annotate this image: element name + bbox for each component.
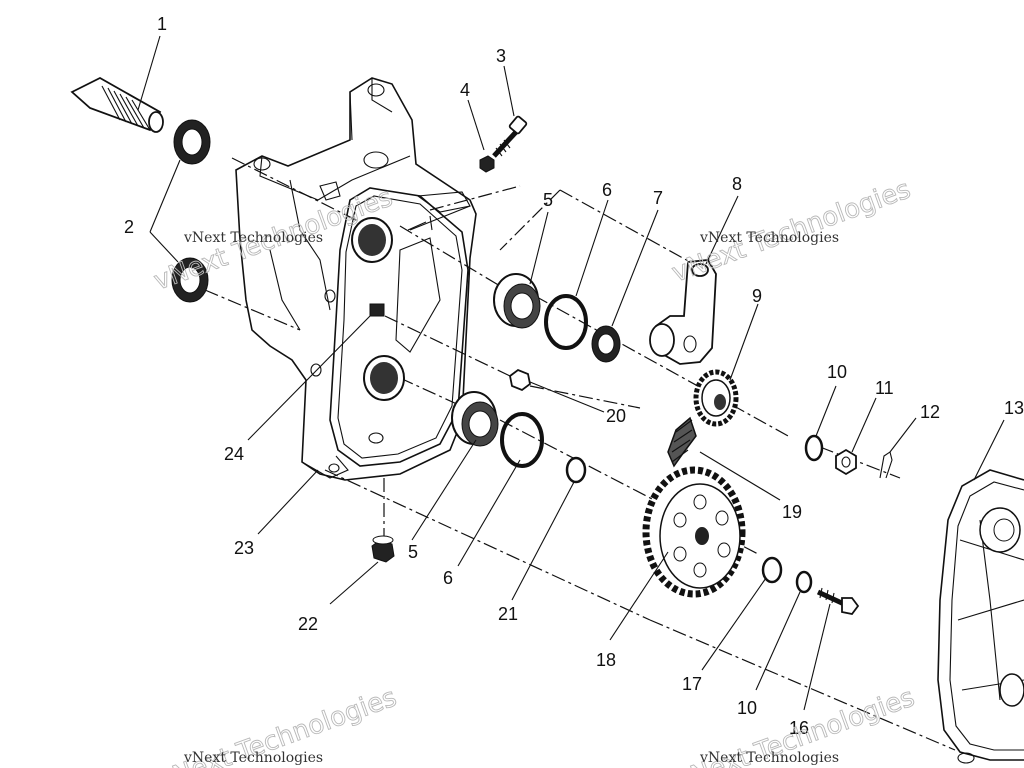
bolt-part-3	[492, 115, 528, 158]
callout-4: 4	[460, 80, 470, 100]
set-screw-part-24	[369, 303, 385, 317]
callout-18: 18	[596, 650, 616, 670]
leader-lines	[137, 35, 1005, 711]
callout-16: 16	[789, 718, 809, 738]
callout-1: 1	[157, 14, 167, 34]
callout-labels: 1 2 3 4 5 6 7 8 9 10 11 12 13 20 19 24 2…	[124, 14, 1024, 738]
watermark-small-text: vNext Technologies	[183, 230, 323, 246]
snap-ring-upper	[544, 294, 588, 350]
callout-23: 23	[234, 538, 254, 558]
callout-5-lower: 5	[408, 542, 418, 562]
callout-10-lower: 10	[737, 698, 757, 718]
drive-shaft-part	[70, 76, 164, 133]
callout-11: 11	[875, 378, 894, 398]
callout-10-upper: 10	[827, 362, 847, 382]
watermark-bottom-left: vNext Technologies vNext Technologies	[154, 682, 401, 768]
oil-seal-lower	[171, 257, 209, 303]
callout-3: 3	[496, 46, 506, 66]
callout-9: 9	[752, 286, 762, 306]
chain-part-19	[667, 416, 697, 468]
washer-part-17	[761, 556, 783, 584]
lock-washer-upper	[804, 434, 824, 462]
seal-part-7	[591, 325, 621, 363]
snap-ring-lower	[500, 412, 544, 468]
callout-22: 22	[298, 614, 318, 634]
sprocket-large-part-18	[642, 466, 746, 598]
callout-17: 17	[682, 674, 702, 694]
callout-12: 12	[920, 402, 940, 422]
callout-20: 20	[606, 406, 626, 426]
callout-24: 24	[224, 444, 244, 464]
oil-seal-upper	[173, 119, 211, 165]
callout-13: 13	[1004, 398, 1024, 418]
chaincase-cover-part-13	[937, 469, 1024, 764]
chaincase-housing	[235, 77, 477, 481]
callout-8: 8	[732, 174, 742, 194]
callout-5-upper: 5	[543, 190, 553, 210]
nut-part-4	[479, 155, 495, 173]
callout-6-upper: 6	[602, 180, 612, 200]
callout-19: 19	[782, 502, 802, 522]
bearing-lower	[451, 391, 499, 447]
watermark-bottom-right: vNext Technologies vNext Technologies	[672, 682, 919, 768]
bearing-upper	[493, 273, 541, 329]
washer-part-21	[565, 456, 587, 484]
tensioner-arm-part-8	[649, 259, 717, 365]
nut-part-11	[835, 448, 857, 476]
callout-6-lower: 6	[443, 568, 453, 588]
callout-2: 2	[124, 217, 134, 237]
callout-7: 7	[653, 188, 663, 208]
callout-21: 21	[498, 604, 518, 624]
sprocket-small-part-9	[693, 369, 739, 427]
nut-part-20	[509, 368, 531, 392]
nut-part-22	[371, 535, 395, 563]
watermark-top-right: vNext Technologies vNext Technologies	[668, 174, 915, 289]
lock-washer-lower	[795, 570, 813, 594]
watermark-small-text: vNext Technologies	[699, 750, 839, 766]
watermark-small-text: vNext Technologies	[183, 750, 323, 766]
bolt-part-16	[816, 587, 860, 615]
watermark-small-text: vNext Technologies	[699, 230, 839, 246]
